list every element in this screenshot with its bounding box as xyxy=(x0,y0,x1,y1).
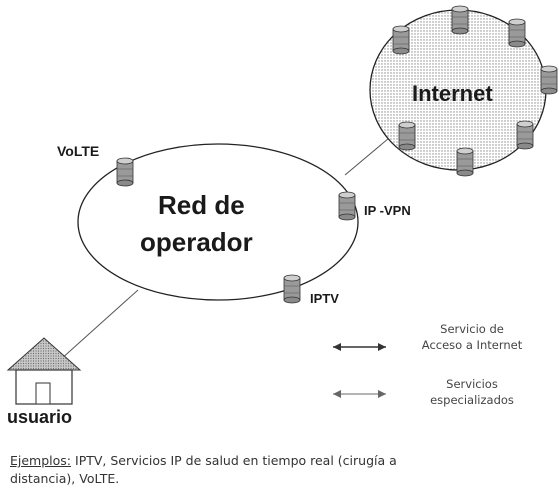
legend-specialized-line2: especializados xyxy=(430,392,514,407)
legend-internet-access-line1: Servicio de xyxy=(440,322,504,336)
internet-server-icon xyxy=(516,120,534,150)
examples-text-line2: distancia), VoLTE. xyxy=(10,471,120,487)
internet-server-icon xyxy=(392,25,410,55)
operator-network-label-line2: operador xyxy=(140,227,253,257)
internet-server-icon xyxy=(451,5,469,35)
operator-network-label-line1: Red de xyxy=(158,190,245,220)
ipvpn-server-icon xyxy=(338,191,356,221)
internet-access-arrow-icon xyxy=(333,343,386,351)
iptv-label: IPTV xyxy=(310,291,339,306)
operator-network-ellipse xyxy=(77,143,359,301)
link-user-operator xyxy=(59,289,139,361)
ipvpn-label: IP -VPN xyxy=(364,203,411,218)
internet-server-icon xyxy=(398,121,416,151)
examples-text-line1: IPTV, Servicios IP de salud en tiempo re… xyxy=(71,453,397,468)
volte-label: VoLTE xyxy=(57,143,100,159)
internet-label: Internet xyxy=(412,81,493,106)
examples-footnote: Ejemplos: IPTV, Servicios IP de salud en… xyxy=(10,452,550,488)
volte-server-icon xyxy=(116,157,134,187)
legend-specialized-line1: Servicios xyxy=(446,377,498,391)
internet-server-icon xyxy=(456,147,474,177)
examples-prefix: Ejemplos: xyxy=(10,453,72,468)
legend-internet-access-line2: Acceso a Internet xyxy=(421,337,523,352)
user-label: usuario xyxy=(7,407,73,427)
internet-server-icon xyxy=(540,65,558,95)
internet-server-icon xyxy=(508,18,526,48)
iptv-server-icon xyxy=(283,274,301,304)
legend-specialized-services: Servicios especializados xyxy=(392,377,552,408)
specialized-services-arrow-icon xyxy=(333,390,386,398)
legend-internet-access: Servicio de Acceso a Internet xyxy=(392,322,552,353)
user-house-icon xyxy=(6,337,82,405)
